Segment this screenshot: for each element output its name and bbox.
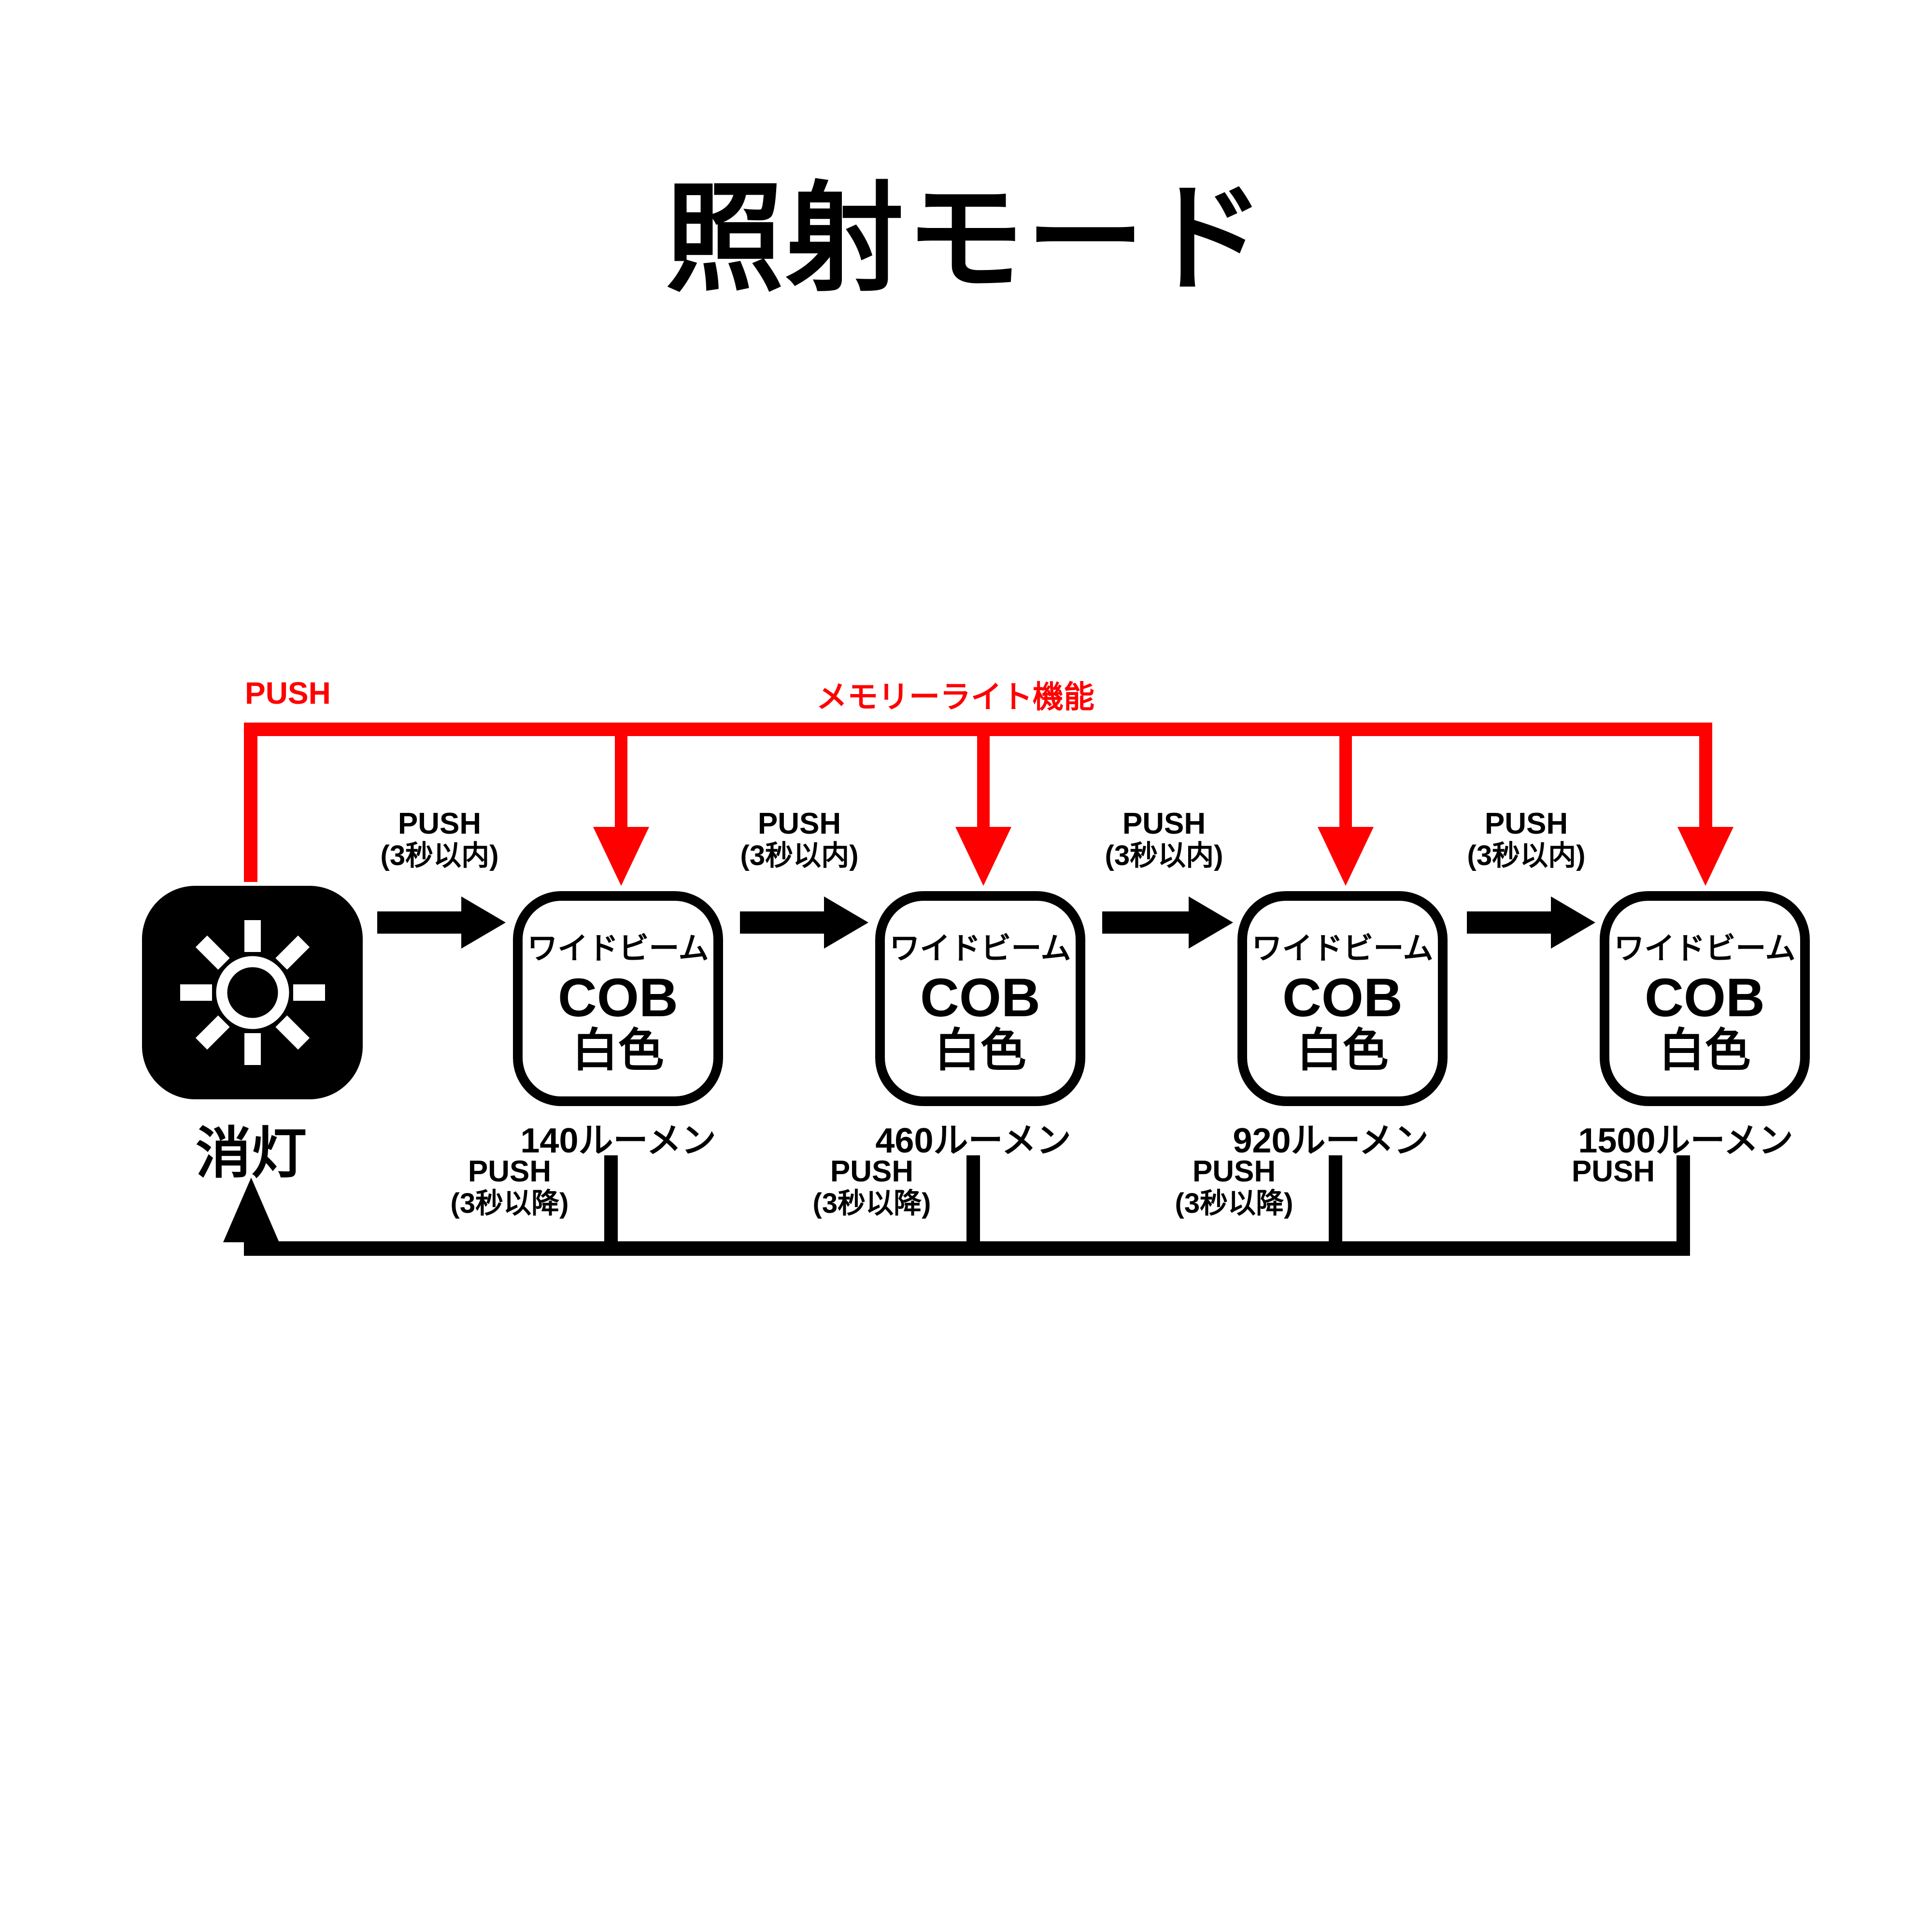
memory-route (244, 723, 1733, 886)
off-node (142, 886, 363, 1099)
forward-push-label-3: PUSH (3秒以内) (1043, 807, 1285, 872)
forward-arrows (377, 896, 1595, 949)
page-title: 照射モード (665, 172, 1267, 305)
off-node-label: 消灯 (195, 1122, 307, 1184)
return-up-arrow-head (223, 1178, 279, 1242)
push-timing-text: (3秒以降) (1175, 1188, 1293, 1220)
red-left-drop-line (244, 723, 257, 882)
push-timing-text: (3秒以降) (812, 1188, 931, 1220)
return-push-label-3: PUSH (3秒以降) (1113, 1155, 1355, 1219)
push-text: PUSH (468, 1155, 552, 1188)
mode-node-4: ワイドビーム COB 白色 (1600, 891, 1810, 1106)
lumens-label-1: 140ルーメン (520, 1122, 716, 1160)
return-push-label-1: PUSH (3秒以降) (389, 1155, 630, 1219)
lumens-label-2: 460ルーメン (875, 1122, 1071, 1160)
red-arrow-shaft-3 (1339, 734, 1352, 830)
push-text: PUSH (398, 807, 482, 840)
mode-beam-type: ワイドビーム (527, 931, 709, 966)
mode-beam-type: ワイドビーム (889, 931, 1071, 966)
mode-node-2: ワイドビーム COB 白色 (875, 891, 1085, 1106)
mode-led-type: COB (920, 967, 1040, 1028)
push-text: PUSH (1192, 1155, 1276, 1188)
red-arrow-head-1 (593, 827, 649, 886)
mode-led-type: COB (558, 967, 678, 1028)
lumens-label-3: 920ルーメン (1233, 1122, 1429, 1160)
mode-led-type: COB (1645, 967, 1765, 1028)
return-route (223, 1155, 1690, 1256)
forward-arrow-head-3 (1189, 896, 1233, 949)
red-arrow-head-2 (955, 827, 1011, 886)
forward-arrow-shaft-3 (1102, 911, 1190, 934)
red-top-bar (244, 723, 1712, 736)
return-drop-line-4 (1676, 1155, 1690, 1256)
memory-push-label: PUSH (245, 676, 331, 710)
lumens-label-4: 1500ルーメン (1578, 1122, 1793, 1160)
mode-led-type: COB (1282, 967, 1403, 1028)
push-timing-text: (3秒以降) (450, 1188, 569, 1220)
mode-beam-type: ワイドビーム (1614, 931, 1796, 966)
memory-function-label: メモリーライト機能 (816, 680, 1094, 714)
forward-arrow-shaft-2 (740, 911, 825, 934)
push-text: PUSH (757, 807, 841, 840)
return-drop-line-2 (966, 1155, 980, 1256)
sun-icon (180, 920, 325, 1065)
forward-arrow-shaft-4 (1467, 911, 1552, 934)
mode-light-color: 白色 (572, 1024, 664, 1076)
forward-arrow-shaft-1 (377, 911, 462, 934)
red-arrow-shaft-4 (1699, 734, 1712, 830)
push-timing-text: (3秒以内) (740, 840, 859, 872)
return-push-label-4: PUSH (1492, 1155, 1734, 1188)
mode-node-3: ワイドビーム COB 白色 (1237, 891, 1448, 1106)
push-text: PUSH (1484, 807, 1568, 840)
return-bottom-bar (244, 1241, 1690, 1256)
mode-light-color: 白色 (934, 1024, 1026, 1076)
forward-push-label-2: PUSH (3秒以内) (679, 807, 920, 872)
push-timing-text: (3秒以内) (1105, 840, 1223, 872)
forward-push-label-1: PUSH (3秒以内) (319, 807, 560, 872)
push-timing-text: (3秒以内) (380, 840, 499, 872)
return-push-label-2: PUSH (3秒以降) (751, 1155, 993, 1219)
push-text: PUSH (1122, 807, 1206, 840)
return-drop-line-3 (1329, 1155, 1342, 1256)
mode-light-color: 白色 (1296, 1024, 1389, 1076)
push-timing-text: (3秒以内) (1467, 840, 1586, 872)
forward-arrow-head-2 (824, 896, 868, 949)
return-drop-line-1 (604, 1155, 618, 1256)
mode-beam-type: ワイドビーム (1251, 931, 1434, 966)
red-arrow-head-4 (1677, 827, 1733, 886)
red-arrow-shaft-1 (615, 734, 627, 830)
push-text: PUSH (1571, 1155, 1655, 1188)
forward-push-label-4: PUSH (3秒以内) (1406, 807, 1647, 872)
red-arrow-shaft-2 (977, 734, 990, 830)
mode-node-1: ワイドビーム COB 白色 (513, 891, 723, 1106)
forward-arrow-head-4 (1551, 896, 1595, 949)
forward-arrow-head-1 (461, 896, 506, 949)
mode-light-color: 白色 (1659, 1024, 1751, 1076)
red-arrow-head-3 (1318, 827, 1374, 886)
push-text: PUSH (830, 1155, 914, 1188)
